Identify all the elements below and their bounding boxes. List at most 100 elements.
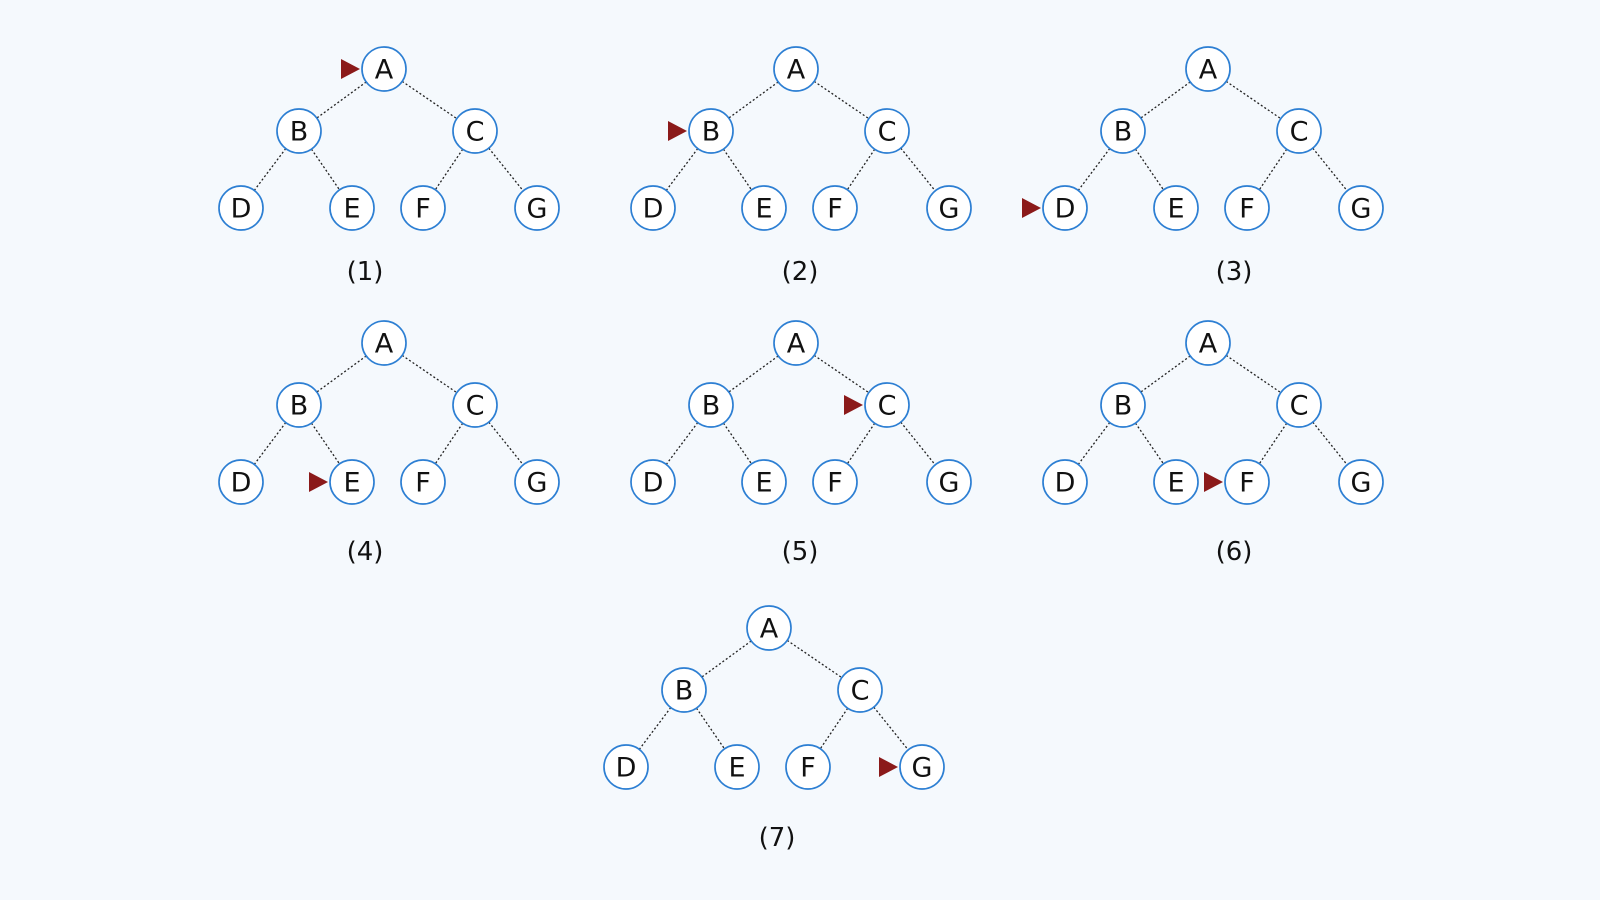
node-circle bbox=[773, 46, 819, 92]
edge-A-C bbox=[1225, 80, 1282, 120]
node-label: E bbox=[755, 468, 772, 499]
node-E: E bbox=[329, 459, 375, 505]
node-circle bbox=[688, 382, 734, 428]
edge-C-F bbox=[1258, 422, 1288, 465]
node-label: A bbox=[787, 55, 806, 86]
node-label: F bbox=[827, 194, 843, 225]
pointer-arrow-icon bbox=[1204, 472, 1223, 492]
edge-B-D bbox=[1077, 422, 1111, 465]
panel-caption: (6) bbox=[1216, 537, 1253, 567]
node-G: G bbox=[899, 744, 945, 790]
node-label: E bbox=[1167, 468, 1184, 499]
node-label: B bbox=[1114, 117, 1133, 148]
panel-caption: (7) bbox=[759, 823, 796, 853]
node-F: F bbox=[1224, 185, 1270, 231]
node-circle bbox=[1100, 382, 1146, 428]
panel-caption: (4) bbox=[347, 537, 384, 567]
node-label: A bbox=[1199, 329, 1218, 360]
node-label: A bbox=[375, 329, 394, 360]
node-E: E bbox=[1153, 459, 1199, 505]
node-label: F bbox=[415, 194, 431, 225]
pointer-arrow-icon bbox=[309, 472, 328, 492]
node-E: E bbox=[1153, 185, 1199, 231]
pointer-arrow-icon bbox=[1022, 198, 1041, 218]
node-circle bbox=[926, 459, 972, 505]
node-F: F bbox=[400, 185, 446, 231]
node-label: B bbox=[702, 391, 721, 422]
edge-B-D bbox=[253, 422, 287, 465]
node-circle bbox=[773, 320, 819, 366]
node-C: C bbox=[837, 667, 883, 713]
node-circle bbox=[864, 108, 910, 154]
node-label: C bbox=[466, 391, 485, 422]
edge-B-E bbox=[722, 422, 753, 465]
node-circle bbox=[785, 744, 831, 790]
node-label: D bbox=[1055, 194, 1076, 225]
node-circle bbox=[1224, 459, 1270, 505]
edge-A-B bbox=[728, 355, 779, 393]
node-F: F bbox=[400, 459, 446, 505]
node-circle bbox=[329, 185, 375, 231]
node-label: C bbox=[878, 117, 897, 148]
node-C: C bbox=[864, 108, 910, 154]
node-circle bbox=[276, 382, 322, 428]
node-A: A bbox=[361, 46, 407, 92]
edge-C-F bbox=[846, 422, 876, 465]
edge-A-B bbox=[316, 355, 367, 393]
node-C: C bbox=[1276, 108, 1322, 154]
node-label: F bbox=[1239, 194, 1255, 225]
edge-A-B bbox=[1140, 81, 1191, 119]
node-A: A bbox=[1185, 320, 1231, 366]
node-label: B bbox=[1114, 391, 1133, 422]
edge-B-D bbox=[1077, 148, 1111, 191]
node-label: A bbox=[787, 329, 806, 360]
panel-caption: (1) bbox=[347, 257, 384, 287]
node-circle bbox=[514, 185, 560, 231]
node-label: G bbox=[527, 194, 548, 225]
node-circle bbox=[661, 667, 707, 713]
node-circle bbox=[741, 459, 787, 505]
node-label: G bbox=[912, 753, 933, 784]
node-circle bbox=[837, 667, 883, 713]
node-label: G bbox=[1351, 468, 1372, 499]
edge-C-G bbox=[873, 706, 909, 751]
node-circle bbox=[1338, 459, 1384, 505]
node-circle bbox=[899, 744, 945, 790]
edge-A-C bbox=[401, 80, 458, 120]
edge-A-C bbox=[786, 639, 843, 679]
edge-C-G bbox=[900, 147, 936, 192]
node-circle bbox=[1185, 46, 1231, 92]
edge-B-E bbox=[722, 148, 753, 191]
node-circle bbox=[276, 108, 322, 154]
edge-C-G bbox=[488, 147, 524, 192]
node-E: E bbox=[329, 185, 375, 231]
node-label: F bbox=[800, 753, 816, 784]
node-circle bbox=[630, 185, 676, 231]
node-A: A bbox=[773, 46, 819, 92]
node-circle bbox=[714, 744, 760, 790]
edge-A-C bbox=[1225, 354, 1282, 394]
node-B: B bbox=[688, 382, 734, 428]
node-circle bbox=[1153, 185, 1199, 231]
node-label: B bbox=[702, 117, 721, 148]
edge-C-G bbox=[1312, 147, 1348, 192]
edge-B-E bbox=[310, 422, 341, 465]
node-circle bbox=[688, 108, 734, 154]
node-C: C bbox=[452, 108, 498, 154]
edge-B-E bbox=[695, 707, 726, 750]
edge-C-G bbox=[1312, 421, 1348, 466]
node-A: A bbox=[773, 320, 819, 366]
node-F: F bbox=[785, 744, 831, 790]
node-E: E bbox=[741, 185, 787, 231]
node-label: C bbox=[466, 117, 485, 148]
node-circle bbox=[1185, 320, 1231, 366]
node-label: B bbox=[290, 391, 309, 422]
node-B: B bbox=[276, 382, 322, 428]
edge-C-F bbox=[1258, 148, 1288, 191]
node-circle bbox=[400, 185, 446, 231]
node-C: C bbox=[1276, 382, 1322, 428]
node-C: C bbox=[864, 382, 910, 428]
edge-A-C bbox=[813, 354, 870, 394]
